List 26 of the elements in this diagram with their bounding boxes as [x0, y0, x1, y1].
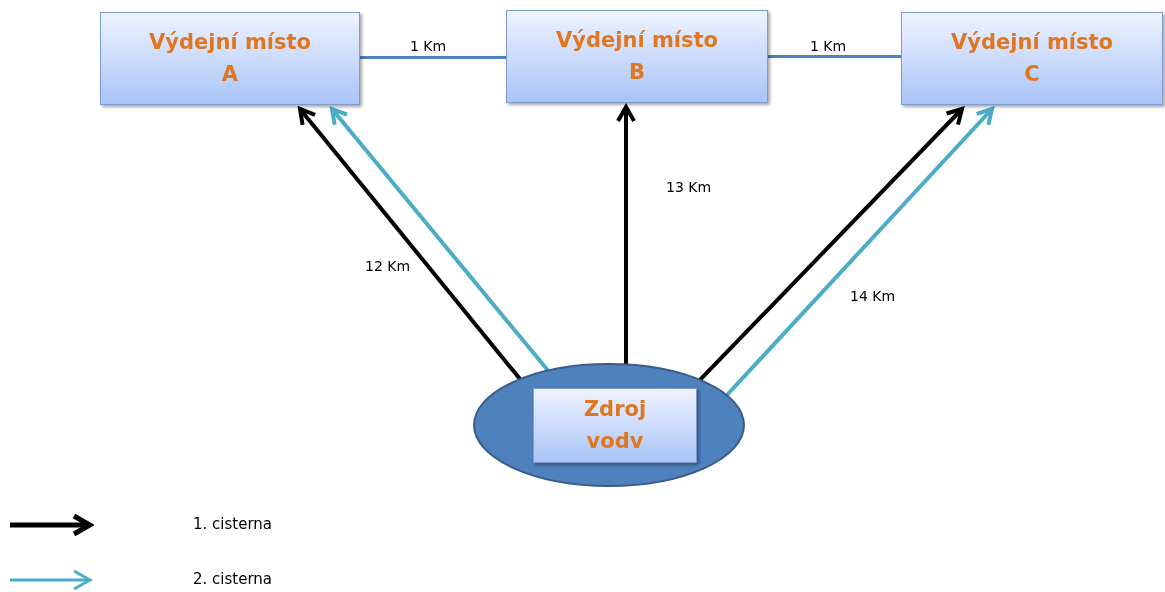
- pickup-point-box: [901, 12, 1163, 105]
- legend-label: 2. cisterna: [193, 570, 273, 588]
- arrow: [298, 107, 522, 381]
- arrow: [698, 107, 964, 382]
- box-label: C: [1024, 60, 1040, 88]
- pickup-point-box: [506, 10, 768, 103]
- connector-line: [768, 55, 901, 58]
- box-label: B: [629, 58, 645, 86]
- arrow: [616, 105, 636, 365]
- source-box: [533, 388, 697, 463]
- distance-label: 14 Km: [850, 288, 896, 304]
- source-ellipse: [472, 362, 746, 488]
- arrow: [725, 107, 994, 397]
- distance-label: 12 Km: [365, 258, 411, 274]
- box-label: Výdejní místo: [951, 29, 1113, 56]
- arrow: [330, 107, 550, 372]
- pickup-point-box: [100, 12, 360, 105]
- box-label: Výdejní místo: [556, 27, 718, 54]
- distance-label: 1 Km: [410, 38, 447, 54]
- connector-line: [360, 56, 506, 59]
- box-label: A: [221, 60, 239, 88]
- distance-label: 13 Km: [666, 179, 712, 195]
- box-label: Výdejní místo: [149, 29, 311, 56]
- box-label: Zdroj vodv: [582, 396, 648, 455]
- distance-label: 1 Km: [810, 38, 847, 54]
- legend-label: 1. cisterna: [193, 515, 273, 533]
